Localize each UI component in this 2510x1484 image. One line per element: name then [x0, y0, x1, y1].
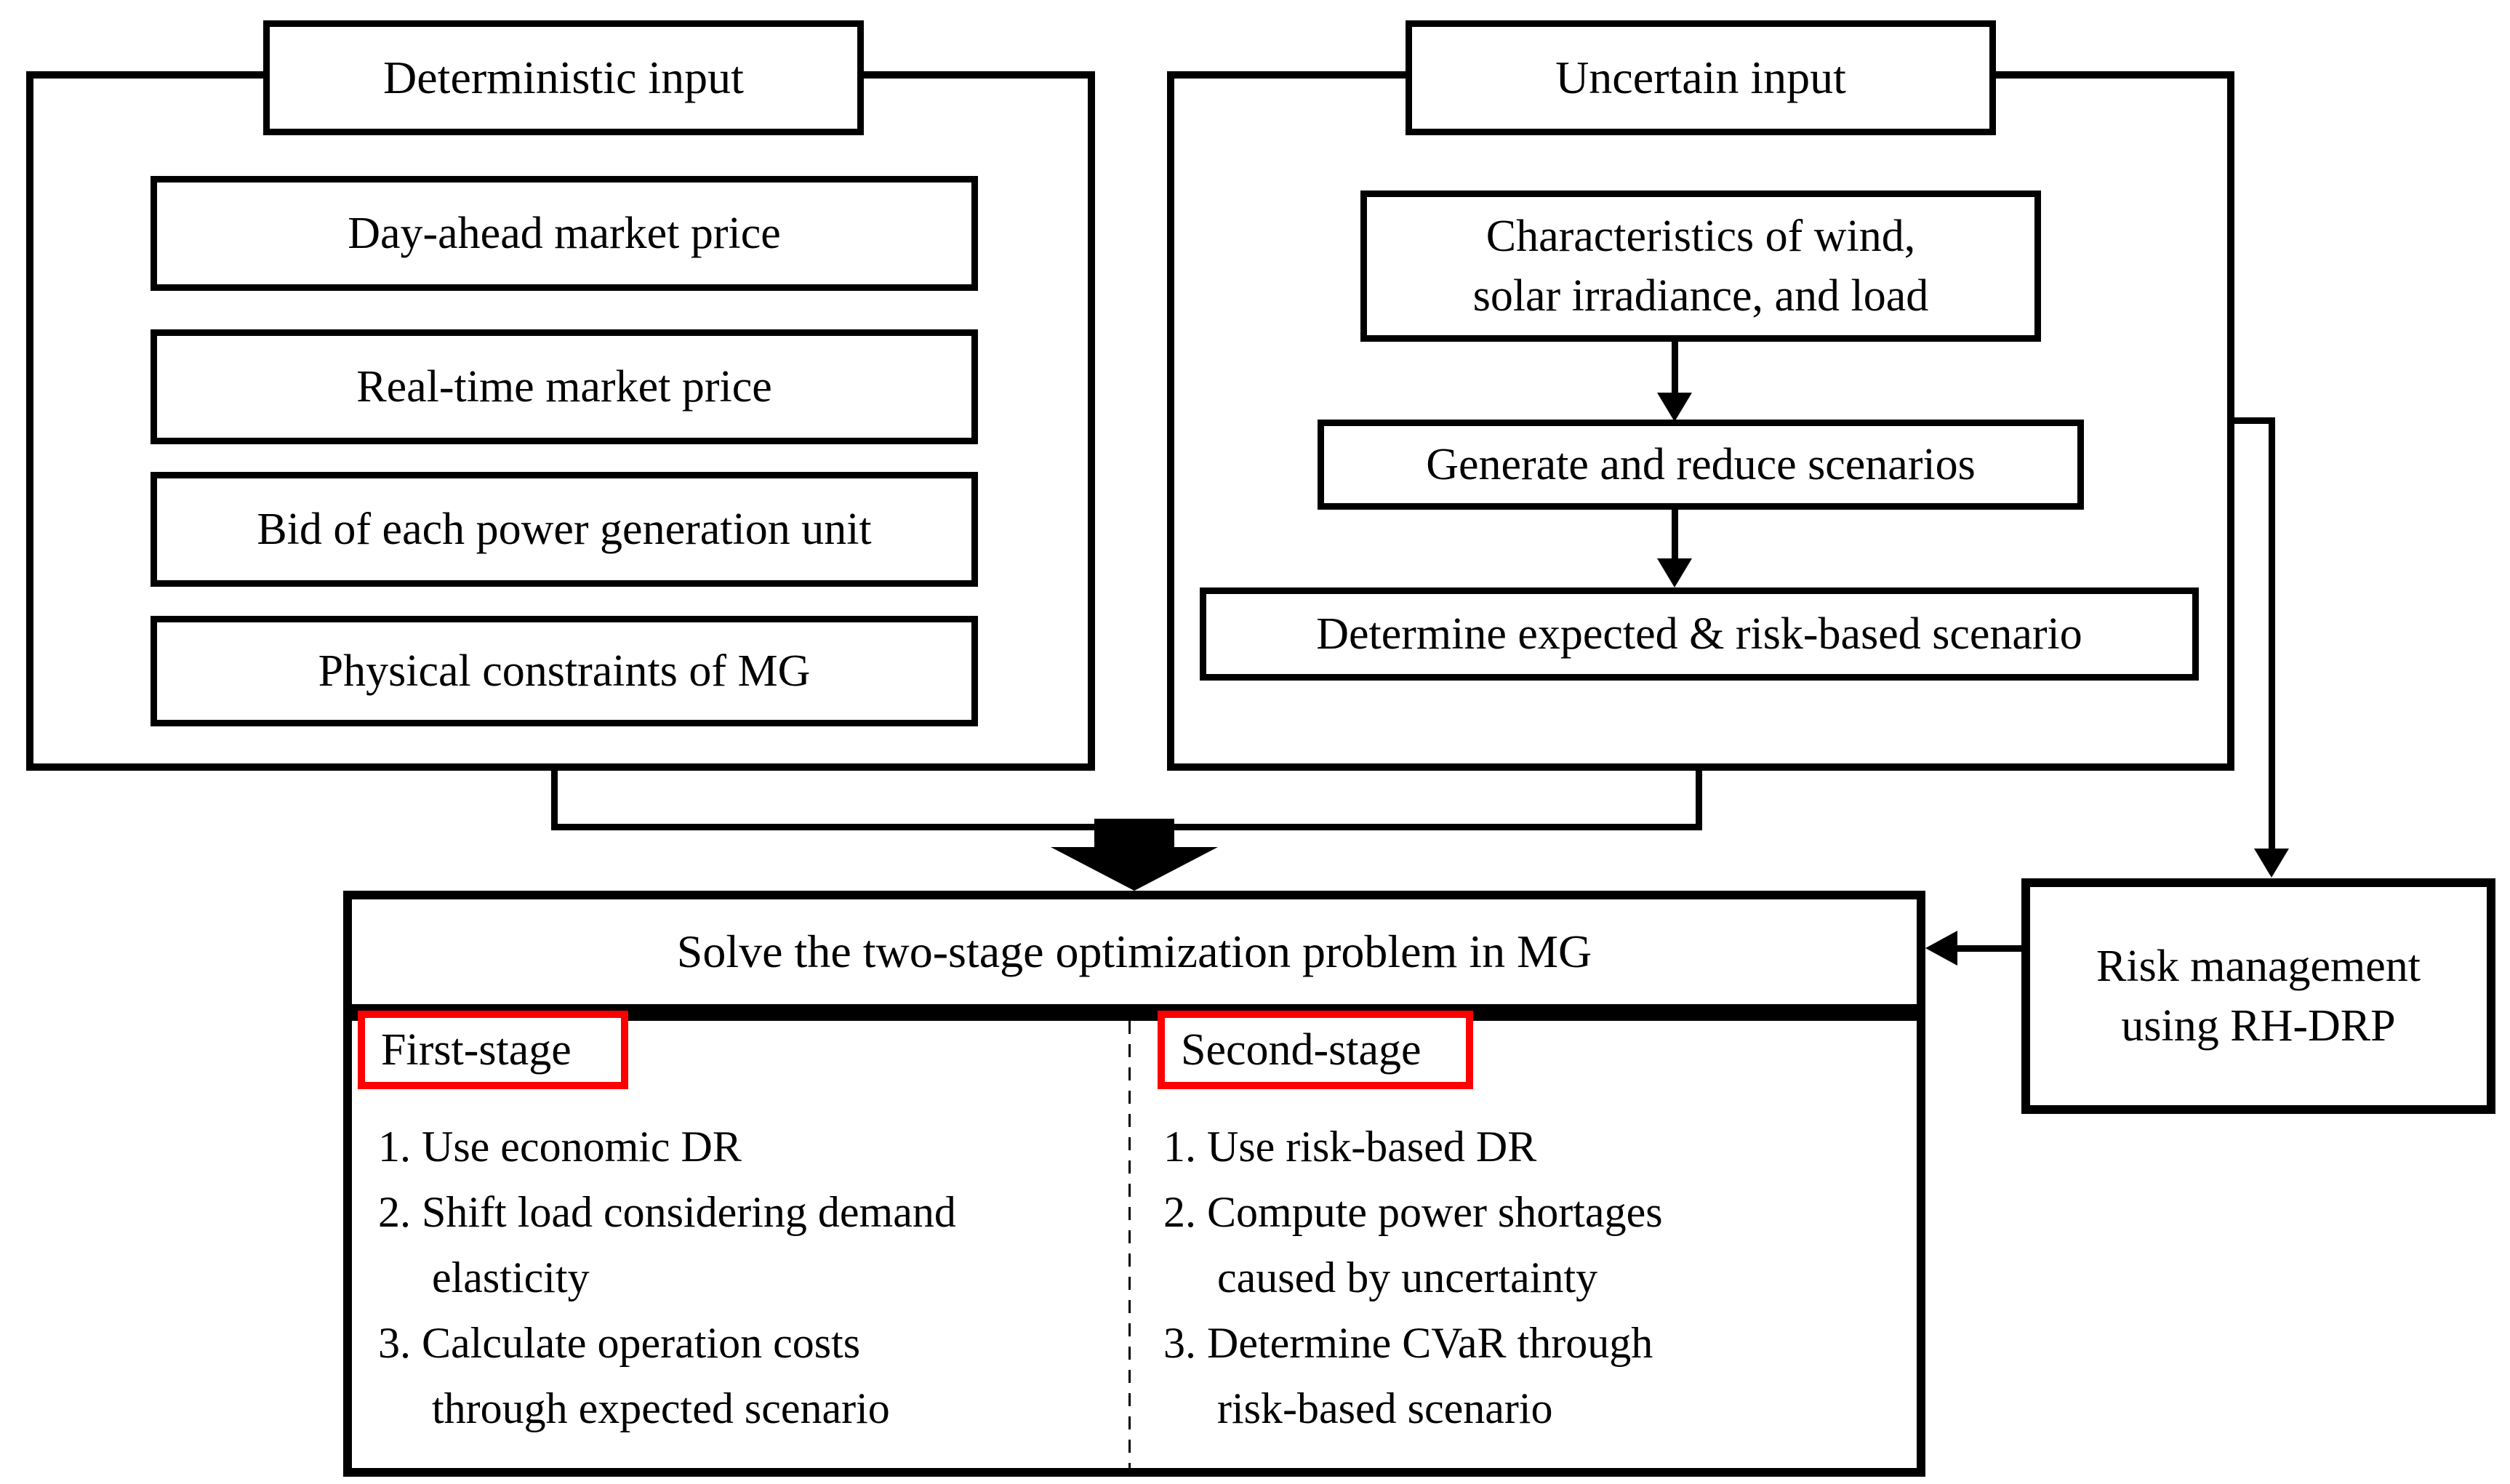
first-stage-item-1: 1. Use economic DR — [378, 1123, 742, 1171]
left-arrow-icon — [1925, 931, 1957, 966]
risk-line2: using RH-DRP — [2121, 1001, 2396, 1051]
physical-constraints-label: Physical constraints of MG — [318, 646, 811, 696]
connector-char-to-generate — [1672, 340, 1678, 394]
day-ahead-price-box: Day-ahead market price — [151, 176, 978, 291]
second-stage-item-2-cont: caused by uncertainty — [1217, 1254, 1598, 1301]
deterministic-title: Deterministic input — [383, 52, 744, 103]
first-stage-item-3-cont: through expected scenario — [432, 1384, 890, 1432]
physical-constraints-box: Physical constraints of MG — [151, 616, 978, 726]
second-stage-list: 1. Use risk-based DR 2. Compute power sh… — [1163, 1114, 1898, 1441]
big-down-arrow-icon — [1051, 847, 1218, 891]
determine-scenario-box: Determine expected & risk-based scenario — [1200, 587, 2199, 681]
bid-generation-unit-box: Bid of each power generation unit — [151, 472, 978, 587]
connector-generate-to-determine — [1672, 509, 1678, 560]
first-stage-label-box: First-stage — [358, 1011, 628, 1089]
connector-uncertain-drop — [1696, 771, 1702, 830]
connector-uncertain-to-risk-stub — [2227, 417, 2275, 424]
first-stage-label: First-stage — [381, 1024, 572, 1075]
down-arrow-icon — [1657, 558, 1692, 587]
second-stage-label-box: Second-stage — [1158, 1011, 1473, 1089]
generate-scenarios-label: Generate and reduce scenarios — [1426, 439, 1976, 489]
second-stage-item-3: 3. Determine CVaR through — [1163, 1319, 1653, 1367]
characteristics-box: Characteristics of wind, solar irradianc… — [1360, 190, 2041, 342]
second-stage-item-1: 1. Use risk-based DR — [1163, 1123, 1537, 1171]
second-stage-label: Second-stage — [1181, 1024, 1422, 1075]
second-stage-item-3-cont: risk-based scenario — [1217, 1384, 1553, 1432]
risk-management-label: Risk management using RH-DRP — [2096, 936, 2421, 1056]
risk-management-box: Risk management using RH-DRP — [2021, 878, 2495, 1114]
connector-deterministic-drop — [551, 771, 558, 830]
down-arrow-icon — [2254, 849, 2289, 878]
solve-optimization-box: Solve the two-stage optimization problem… — [343, 891, 1925, 1013]
solve-optimization-label: Solve the two-stage optimization problem… — [676, 926, 1592, 977]
big-down-arrow-shaft — [1094, 819, 1174, 849]
real-time-price-box: Real-time market price — [151, 329, 978, 444]
first-stage-item-2-cont: elasticity — [432, 1254, 590, 1301]
day-ahead-price-label: Day-ahead market price — [348, 208, 781, 258]
connector-risk-vertical — [2269, 417, 2275, 850]
characteristics-line2: solar irradiance, and load — [1472, 271, 1929, 321]
first-stage-list: 1. Use economic DR 2. Shift load conside… — [378, 1114, 1112, 1441]
connector-risk-to-solve — [1957, 945, 2024, 952]
second-stage-item-2: 2. Compute power shortages — [1163, 1188, 1663, 1236]
first-stage-item-2: 2. Shift load considering demand — [378, 1188, 956, 1236]
risk-line1: Risk management — [2096, 942, 2421, 991]
deterministic-title-box: Deterministic input — [263, 20, 864, 135]
bid-generation-unit-label: Bid of each power generation unit — [257, 504, 872, 554]
stages-box — [343, 1012, 1925, 1477]
uncertain-title-box: Uncertain input — [1406, 20, 1996, 135]
characteristics-label: Characteristics of wind, solar irradianc… — [1473, 206, 1929, 326]
generate-scenarios-box: Generate and reduce scenarios — [1318, 420, 2084, 510]
determine-scenario-label: Determine expected & risk-based scenario — [1316, 609, 2082, 659]
uncertain-title: Uncertain input — [1555, 52, 1846, 103]
stage-divider-dashed-line — [1128, 1021, 1131, 1468]
characteristics-line1: Characteristics of wind, — [1485, 212, 1916, 261]
first-stage-item-3: 3. Calculate operation costs — [378, 1319, 861, 1367]
real-time-price-label: Real-time market price — [356, 361, 772, 412]
down-arrow-icon — [1657, 393, 1692, 422]
